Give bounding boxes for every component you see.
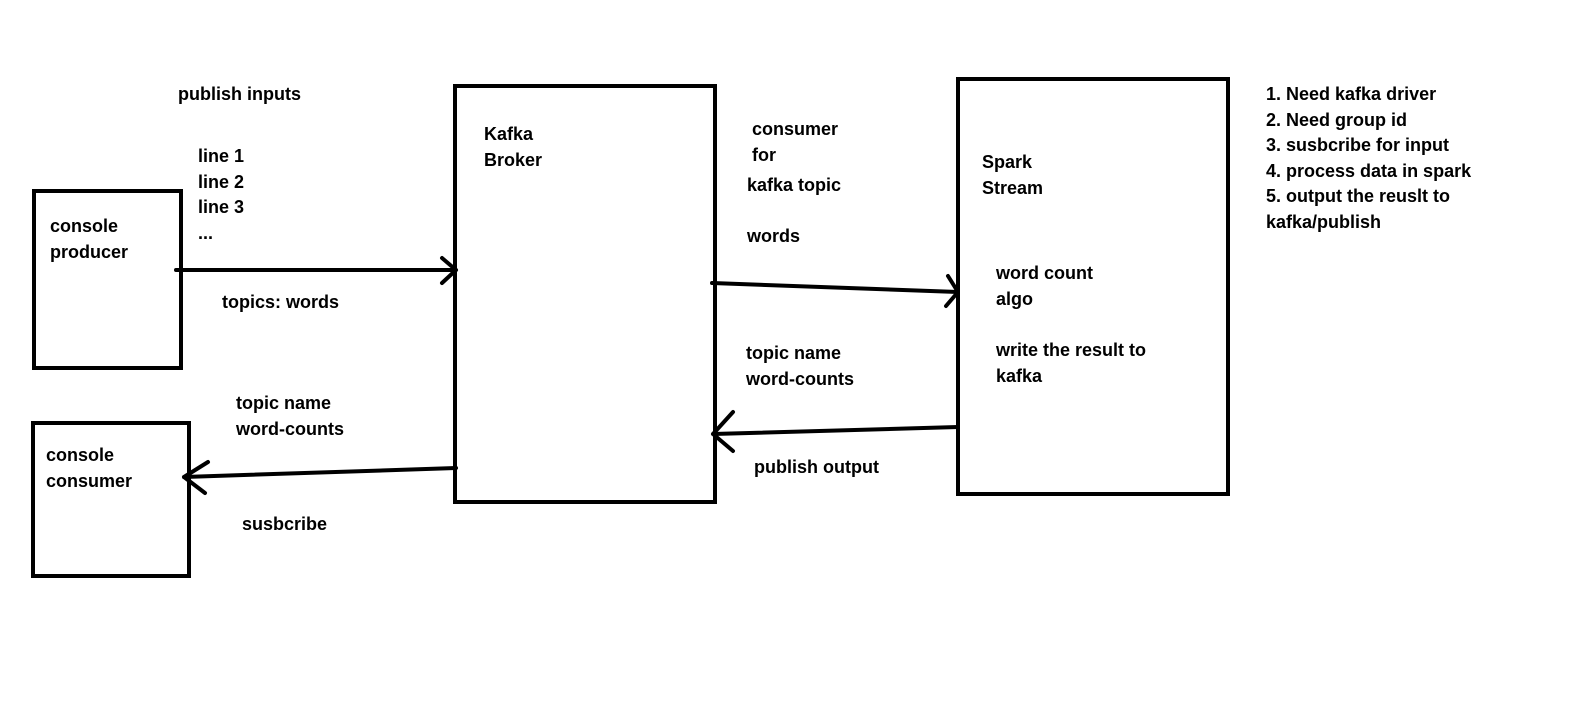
notes-list: 1. Need kafka driver 2. Need group id 3.… <box>1266 82 1471 235</box>
susbcribe-label: susbcribe <box>242 514 328 534</box>
kafka-topic-label: kafka topic <box>747 175 842 195</box>
topic-name-right-label: topic name word-counts <box>746 343 854 389</box>
topics-words-label: topics: words <box>222 292 340 312</box>
console-consumer-box <box>31 421 191 578</box>
input-lines-list: line 1 line 2 line 3 ... <box>198 144 244 246</box>
topic-name-left-label: topic name word-counts <box>236 393 344 439</box>
input-line: line 3 <box>198 197 245 217</box>
input-line: ... <box>198 222 214 243</box>
note-item: kafka/publish <box>1266 211 1382 232</box>
word-count-algo-label: word count algo <box>996 263 1093 309</box>
spark-stream-box <box>956 77 1230 496</box>
arrow-broker-to-consumer <box>182 460 458 495</box>
consumer-for-label: consumer for <box>752 119 839 165</box>
publish-inputs-label: publish inputs <box>178 84 301 104</box>
note-item: 3. susbcribe for input <box>1266 135 1450 155</box>
input-line: line 1 <box>198 146 245 166</box>
write-result-label: write the result to kafka <box>996 340 1147 386</box>
arrow-broker-to-spark <box>710 274 960 308</box>
publish-output-label: publish output <box>754 457 879 477</box>
kafka-broker-label: Kafka Broker <box>484 124 543 170</box>
input-line: line 2 <box>198 171 245 192</box>
console-consumer-label: console consumer <box>46 445 133 491</box>
note-item: 4. process data in spark <box>1266 160 1472 181</box>
note-item: 5. output the reuslt to <box>1266 186 1450 206</box>
arrow-spark-to-broker <box>711 410 960 453</box>
words-label: words <box>747 226 801 246</box>
arrow-producer-to-broker <box>174 256 458 285</box>
note-item: 2. Need group id <box>1266 109 1408 130</box>
spark-stream-label: Spark Stream <box>982 152 1044 198</box>
console-producer-box <box>32 189 183 370</box>
kafka-broker-box <box>453 84 717 504</box>
console-producer-label: console producer <box>50 216 129 262</box>
note-item: 1. Need kafka driver <box>1266 84 1437 104</box>
